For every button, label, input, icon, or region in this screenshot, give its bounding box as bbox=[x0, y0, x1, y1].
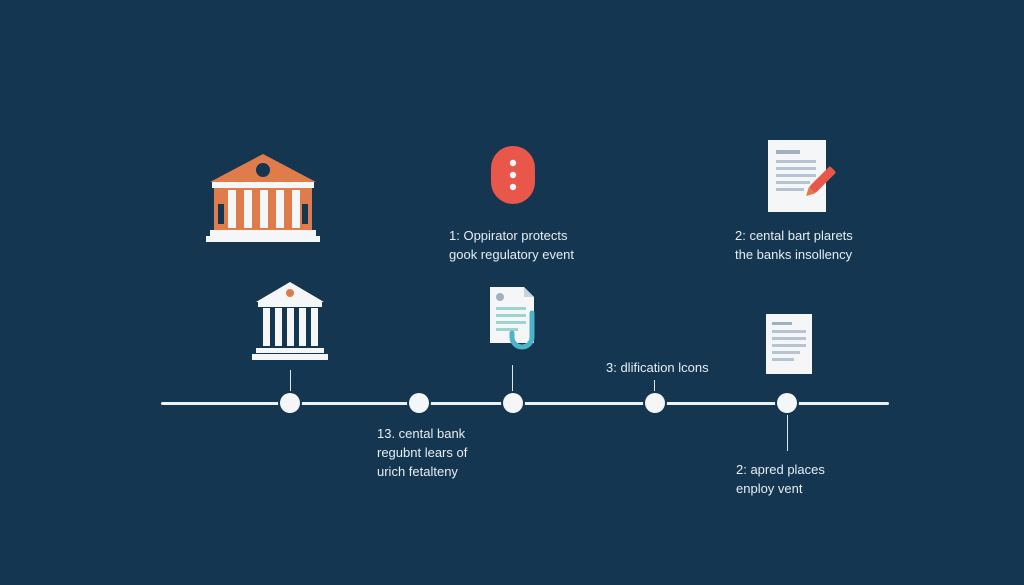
label-notification-icons: 3: dlification lcons bbox=[606, 360, 709, 375]
label-applied-places: 2: apred places enploy vent bbox=[736, 462, 825, 496]
label-operator-event: 1: Oppirator protects gook regulatory ev… bbox=[449, 228, 575, 262]
document-icon bbox=[766, 314, 812, 374]
bank-building-icon bbox=[252, 282, 328, 360]
timeline-node bbox=[645, 393, 665, 413]
alert-dots-icon bbox=[491, 146, 535, 204]
timeline-node bbox=[777, 393, 797, 413]
label-central-bank-fatality: 13. cental bank regubnt lears of urich f… bbox=[377, 426, 468, 479]
timeline-node bbox=[503, 393, 523, 413]
timeline-node bbox=[280, 393, 300, 413]
document-pen-icon bbox=[768, 140, 836, 212]
label-central-bank-insolvency: 2: cental bart plarets the banks insolle… bbox=[735, 228, 853, 262]
connector-line bbox=[290, 370, 291, 402]
document-hook-icon bbox=[490, 287, 535, 350]
timeline-node bbox=[409, 393, 429, 413]
timeline-axis bbox=[161, 402, 889, 405]
connector-line bbox=[787, 405, 788, 451]
bank-building-icon bbox=[206, 154, 320, 242]
connector-line bbox=[512, 365, 513, 402]
connector-line bbox=[654, 380, 655, 402]
